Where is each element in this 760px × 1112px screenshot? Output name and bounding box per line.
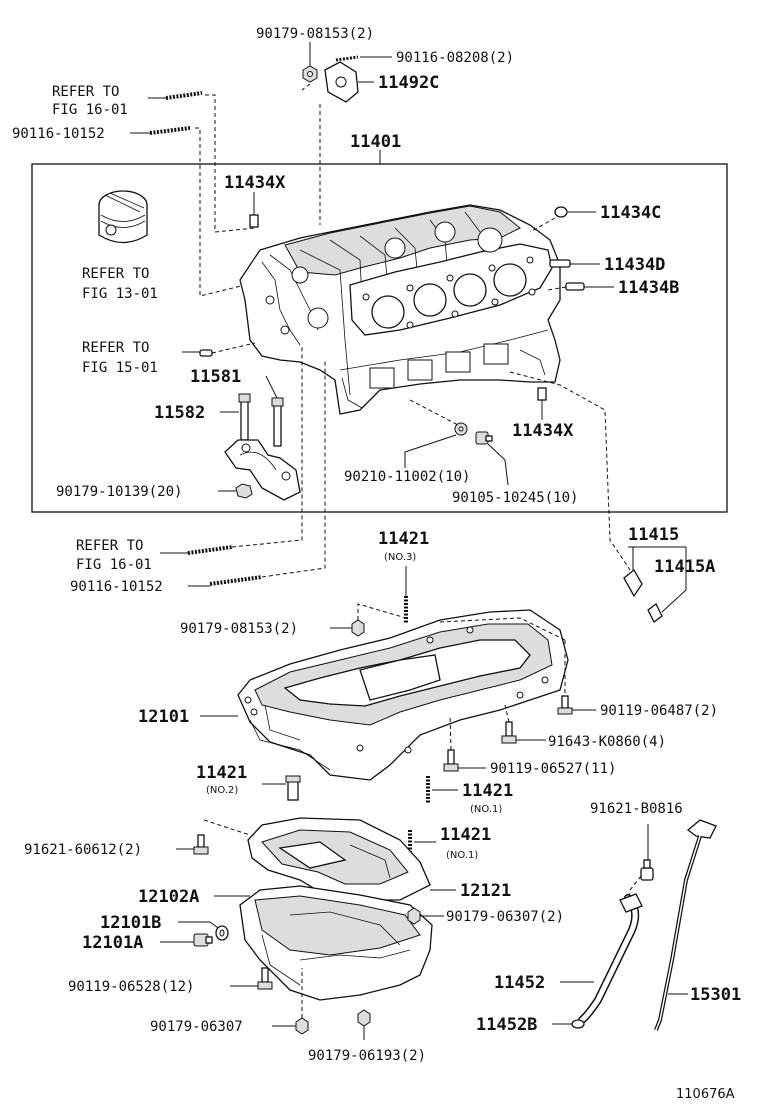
stud-refer-fig16-top[interactable]: [165, 91, 203, 100]
stud-90116-10152-top[interactable]: [149, 126, 191, 135]
label-91643-k0860: 91643-K0860(4): [548, 734, 666, 750]
pin-refer-fig15[interactable]: [199, 349, 213, 357]
bolt-90119-06487[interactable]: [557, 695, 573, 715]
nut-90179-06307-a[interactable]: [407, 907, 421, 925]
label-11421-no3: 11421: [378, 529, 429, 549]
nut-90179-10139[interactable]: [235, 483, 253, 499]
bolt-90119-06528[interactable]: [257, 967, 273, 990]
baffle-12102a[interactable]: [239, 885, 433, 1001]
label-refer-fig13-1: REFER TO: [82, 266, 149, 282]
label-11421-no2: 11421: [196, 763, 247, 783]
label-90105-10245: 90105-10245(10): [452, 490, 578, 506]
stud-refer-fig16-bottom[interactable]: [187, 545, 233, 555]
gasket-11415a[interactable]: [647, 603, 663, 623]
label-90119-06527: 90119-06527(11): [490, 761, 616, 777]
label-refer-fig16-top-1: REFER TO: [52, 84, 119, 100]
label-11452b: 11452B: [476, 1015, 537, 1035]
label-11434d: 11434D: [604, 255, 665, 275]
label-90119-06528: 90119-06528(12): [68, 979, 194, 995]
bolt-91621-60612[interactable]: [193, 834, 209, 855]
pin-11434d[interactable]: [549, 259, 571, 268]
main-bearing-cap: [224, 439, 301, 501]
label-90179-06193: 90179-06193(2): [308, 1048, 426, 1064]
nut-90179-06307-b[interactable]: [295, 1017, 309, 1035]
oil-strainer-plate-12121[interactable]: [247, 817, 431, 901]
label-11415: 11415: [628, 525, 679, 545]
label-11581: 11581: [190, 367, 241, 387]
label-no3: (NO.3): [384, 552, 416, 563]
label-12101b: 12101B: [100, 913, 161, 933]
label-11421-no1-lower: 11421: [440, 825, 491, 845]
nut-90179-08153-top[interactable]: [302, 65, 318, 83]
stud-11421-no2[interactable]: [285, 775, 301, 801]
label-12102a: 12102A: [138, 887, 199, 907]
bolt-90119-06527[interactable]: [443, 749, 459, 772]
label-11401: 11401: [350, 132, 401, 152]
bolt-11582[interactable]: [238, 393, 251, 441]
cylinder-block-11401[interactable]: [239, 204, 561, 415]
label-refer-fig16-bottom-1: REFER TO: [76, 538, 143, 554]
stud-90116-10152-bottom[interactable]: [209, 575, 263, 586]
label-11434x-bottom: 11434X: [512, 421, 574, 441]
label-12101: 12101: [138, 707, 189, 727]
oil-pan-12101[interactable]: [237, 609, 569, 781]
label-11434x-top: 11434X: [224, 173, 286, 193]
label-refer-fig16-bottom-2: FIG 16-01: [76, 557, 152, 573]
pin-11434b[interactable]: [565, 282, 585, 291]
label-12101a: 12101A: [82, 933, 143, 953]
label-90116-10152-top: 90116-10152: [12, 126, 105, 142]
oil-strainer-11415[interactable]: [623, 569, 643, 598]
label-90116-10152-bottom: 90116-10152: [70, 579, 163, 595]
nut-90179-06193[interactable]: [357, 1009, 371, 1027]
label-11582: 11582: [154, 403, 205, 423]
label-15301: 15301: [690, 985, 741, 1005]
o-ring-11452b[interactable]: [571, 1019, 585, 1029]
label-91621-b0816: 91621-B0816: [590, 801, 683, 817]
dowel-pin-11434x-bottom[interactable]: [537, 387, 547, 401]
label-90179-08153-top: 90179-08153(2): [256, 26, 374, 42]
bolt-11581[interactable]: [271, 397, 284, 447]
bolt-91643-k0860[interactable]: [501, 721, 517, 744]
label-90179-06307-a: 90179-06307(2): [446, 909, 564, 925]
label-11421-no1-upper: 11421: [462, 781, 513, 801]
label-no1-lower: (NO.1): [446, 850, 478, 861]
gasket-12101b[interactable]: [215, 925, 229, 941]
piston-refer-fig13: [98, 190, 148, 244]
drain-plug-12101a[interactable]: [193, 933, 213, 947]
label-11434c: 11434C: [600, 203, 661, 223]
label-91621-60612: 91621-60612(2): [24, 842, 142, 858]
label-no2: (NO.2): [206, 785, 238, 796]
label-90179-10139: 90179-10139(20): [56, 484, 182, 500]
label-11434b: 11434B: [618, 278, 679, 298]
stud-90116-08208[interactable]: [335, 55, 359, 62]
gasket-90210-11002[interactable]: [454, 422, 468, 436]
bolt-91621-b0816[interactable]: [640, 859, 654, 881]
plug-11434c[interactable]: [554, 206, 568, 218]
label-90116-08208: 90116-08208(2): [396, 50, 514, 66]
label-refer-fig15-1: REFER TO: [82, 340, 149, 356]
label-11492c: 11492C: [378, 73, 439, 93]
label-90119-06487: 90119-06487(2): [600, 703, 718, 719]
nut-90179-08153-mid[interactable]: [351, 619, 365, 637]
label-90210-11002: 90210-11002(10): [344, 469, 470, 485]
label-90179-06307-b: 90179-06307: [150, 1019, 243, 1035]
plug-90105-10245[interactable]: [475, 431, 493, 445]
label-90179-08153-mid: 90179-08153(2): [180, 621, 298, 637]
label-refer-fig13-2: FIG 13-01: [82, 286, 158, 302]
label-figure-id: 110676A: [676, 1087, 735, 1102]
dowel-pin-11434x-top[interactable]: [249, 214, 259, 228]
label-refer-fig16-top-2: FIG 16-01: [52, 102, 128, 118]
label-12121: 12121: [460, 881, 511, 901]
oil-dipstick-15301[interactable]: [654, 819, 717, 1031]
label-refer-fig15-2: FIG 15-01: [82, 360, 158, 376]
label-no1-upper: (NO.1): [470, 804, 502, 815]
dipstick-guide-11452[interactable]: [578, 893, 643, 1024]
label-11452: 11452: [494, 973, 545, 993]
label-11415a: 11415A: [654, 557, 715, 577]
cover-plate-11492c[interactable]: [324, 61, 359, 103]
